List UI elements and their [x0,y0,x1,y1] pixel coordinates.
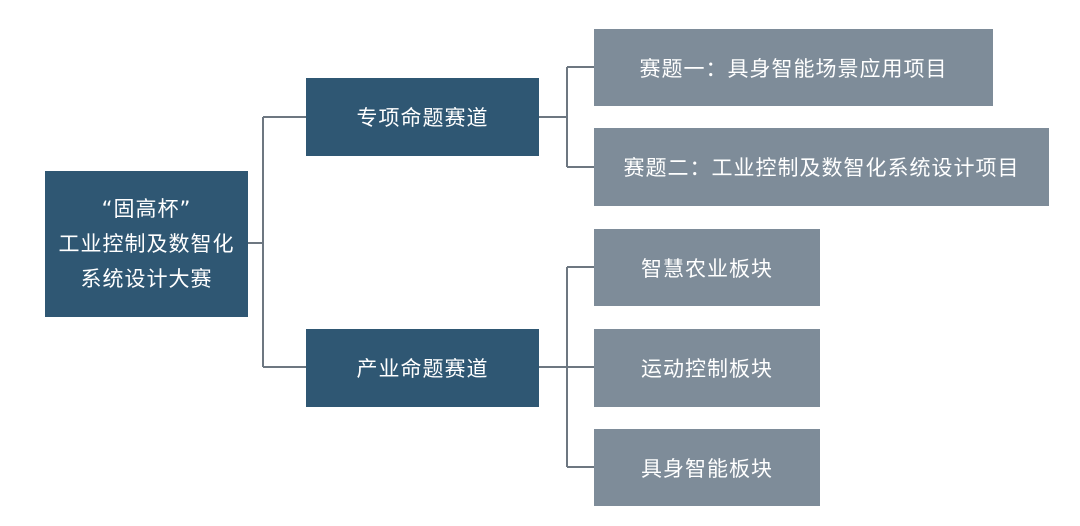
track-node-industry-topic: 产业命题赛道 [306,329,539,407]
leaf-label: 赛题二：工业控制及数智化系统设计项目 [623,156,1020,180]
leaf-label: 智慧农业板块 [641,256,773,281]
root-node-competition: “固高杯” 工业控制及数智化 系统设计大赛 [45,171,248,317]
leaf-node-topic-2: 赛题二：工业控制及数智化系统设计项目 [594,128,1049,206]
leaf-node-smart-agriculture: 智慧农业板块 [594,229,820,306]
leaf-node-motion-control: 运动控制板块 [594,329,820,407]
leaf-node-embodied-intelligence: 具身智能板块 [594,429,820,506]
root-line-2: 工业控制及数智化 [58,231,235,256]
track-label: 产业命题赛道 [356,357,489,381]
leaf-node-topic-1: 赛题一：具身智能场景应用项目 [594,29,993,106]
track-node-special-topic: 专项命题赛道 [306,78,539,156]
root-line-3: 系统设计大赛 [80,266,213,291]
leaf-label: 具身智能板块 [641,456,773,481]
track-label: 专项命题赛道 [356,106,489,130]
leaf-label: 赛题一：具身智能场景应用项目 [639,56,948,81]
root-line-1: “固高杯” [101,196,192,221]
leaf-label: 运动控制板块 [641,357,773,381]
